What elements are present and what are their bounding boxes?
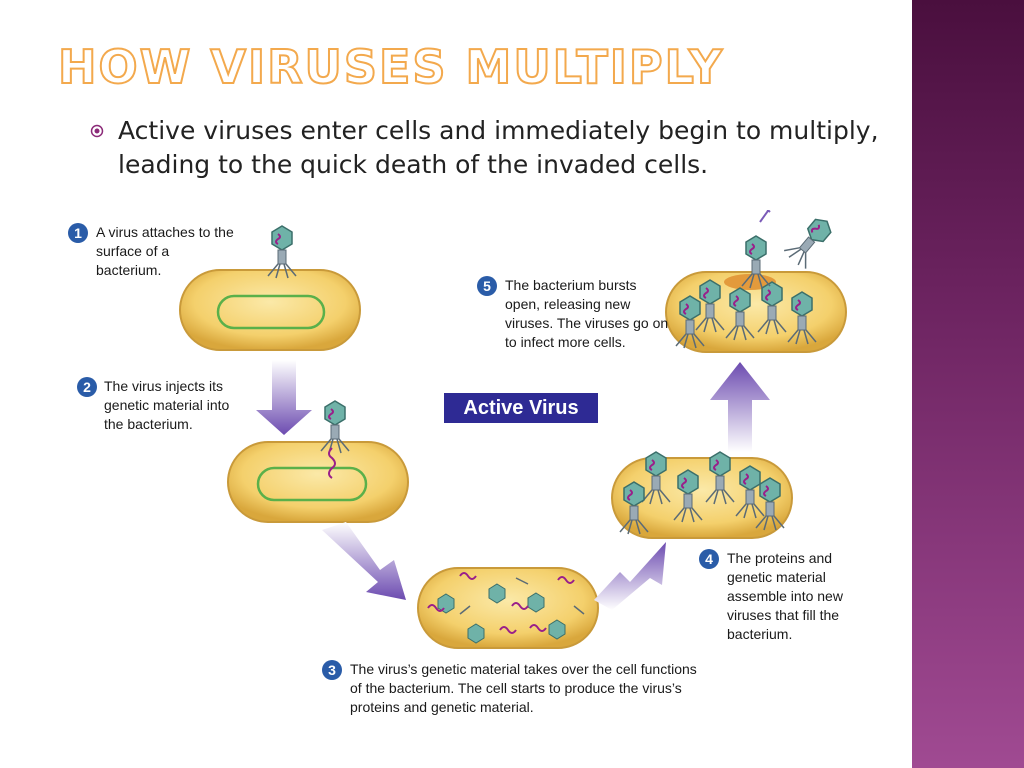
step-4-badge: 4 [699, 549, 719, 569]
step-1-caption: A virus attaches to the surface of a bac… [96, 224, 234, 278]
arrow-2-3 [322, 522, 406, 600]
virus-cycle-diagram [179, 210, 847, 649]
cell-step4 [611, 451, 793, 539]
step-2-caption: The virus injects its genetic material i… [104, 378, 230, 432]
step-2-badge: 2 [77, 377, 97, 397]
active-virus-label: Active Virus [444, 393, 598, 423]
step-1-badge: 1 [68, 223, 88, 243]
cell-step5 [665, 210, 847, 353]
bullet-text: Active viruses enter cells and immediate… [118, 116, 879, 179]
bullet-icon [90, 124, 104, 138]
arrow-3-4 [594, 542, 666, 610]
decorative-sidebar [912, 0, 1024, 768]
step-3-caption: The virus’s genetic material takes over … [350, 661, 697, 715]
cell-step2 [227, 400, 409, 523]
arrow-4-5 [710, 362, 770, 452]
slide-title: How Viruses Multiply [57, 39, 725, 95]
step-5-badge: 5 [477, 276, 497, 296]
step-3-badge: 3 [322, 660, 342, 680]
cell-step3 [417, 567, 599, 649]
step-5-caption: The bacterium bursts open, releasing new… [505, 277, 669, 350]
arrow-1-2 [256, 360, 312, 435]
step-4-caption: The proteins and genetic material assemb… [727, 550, 843, 642]
cell-step1 [179, 225, 361, 351]
